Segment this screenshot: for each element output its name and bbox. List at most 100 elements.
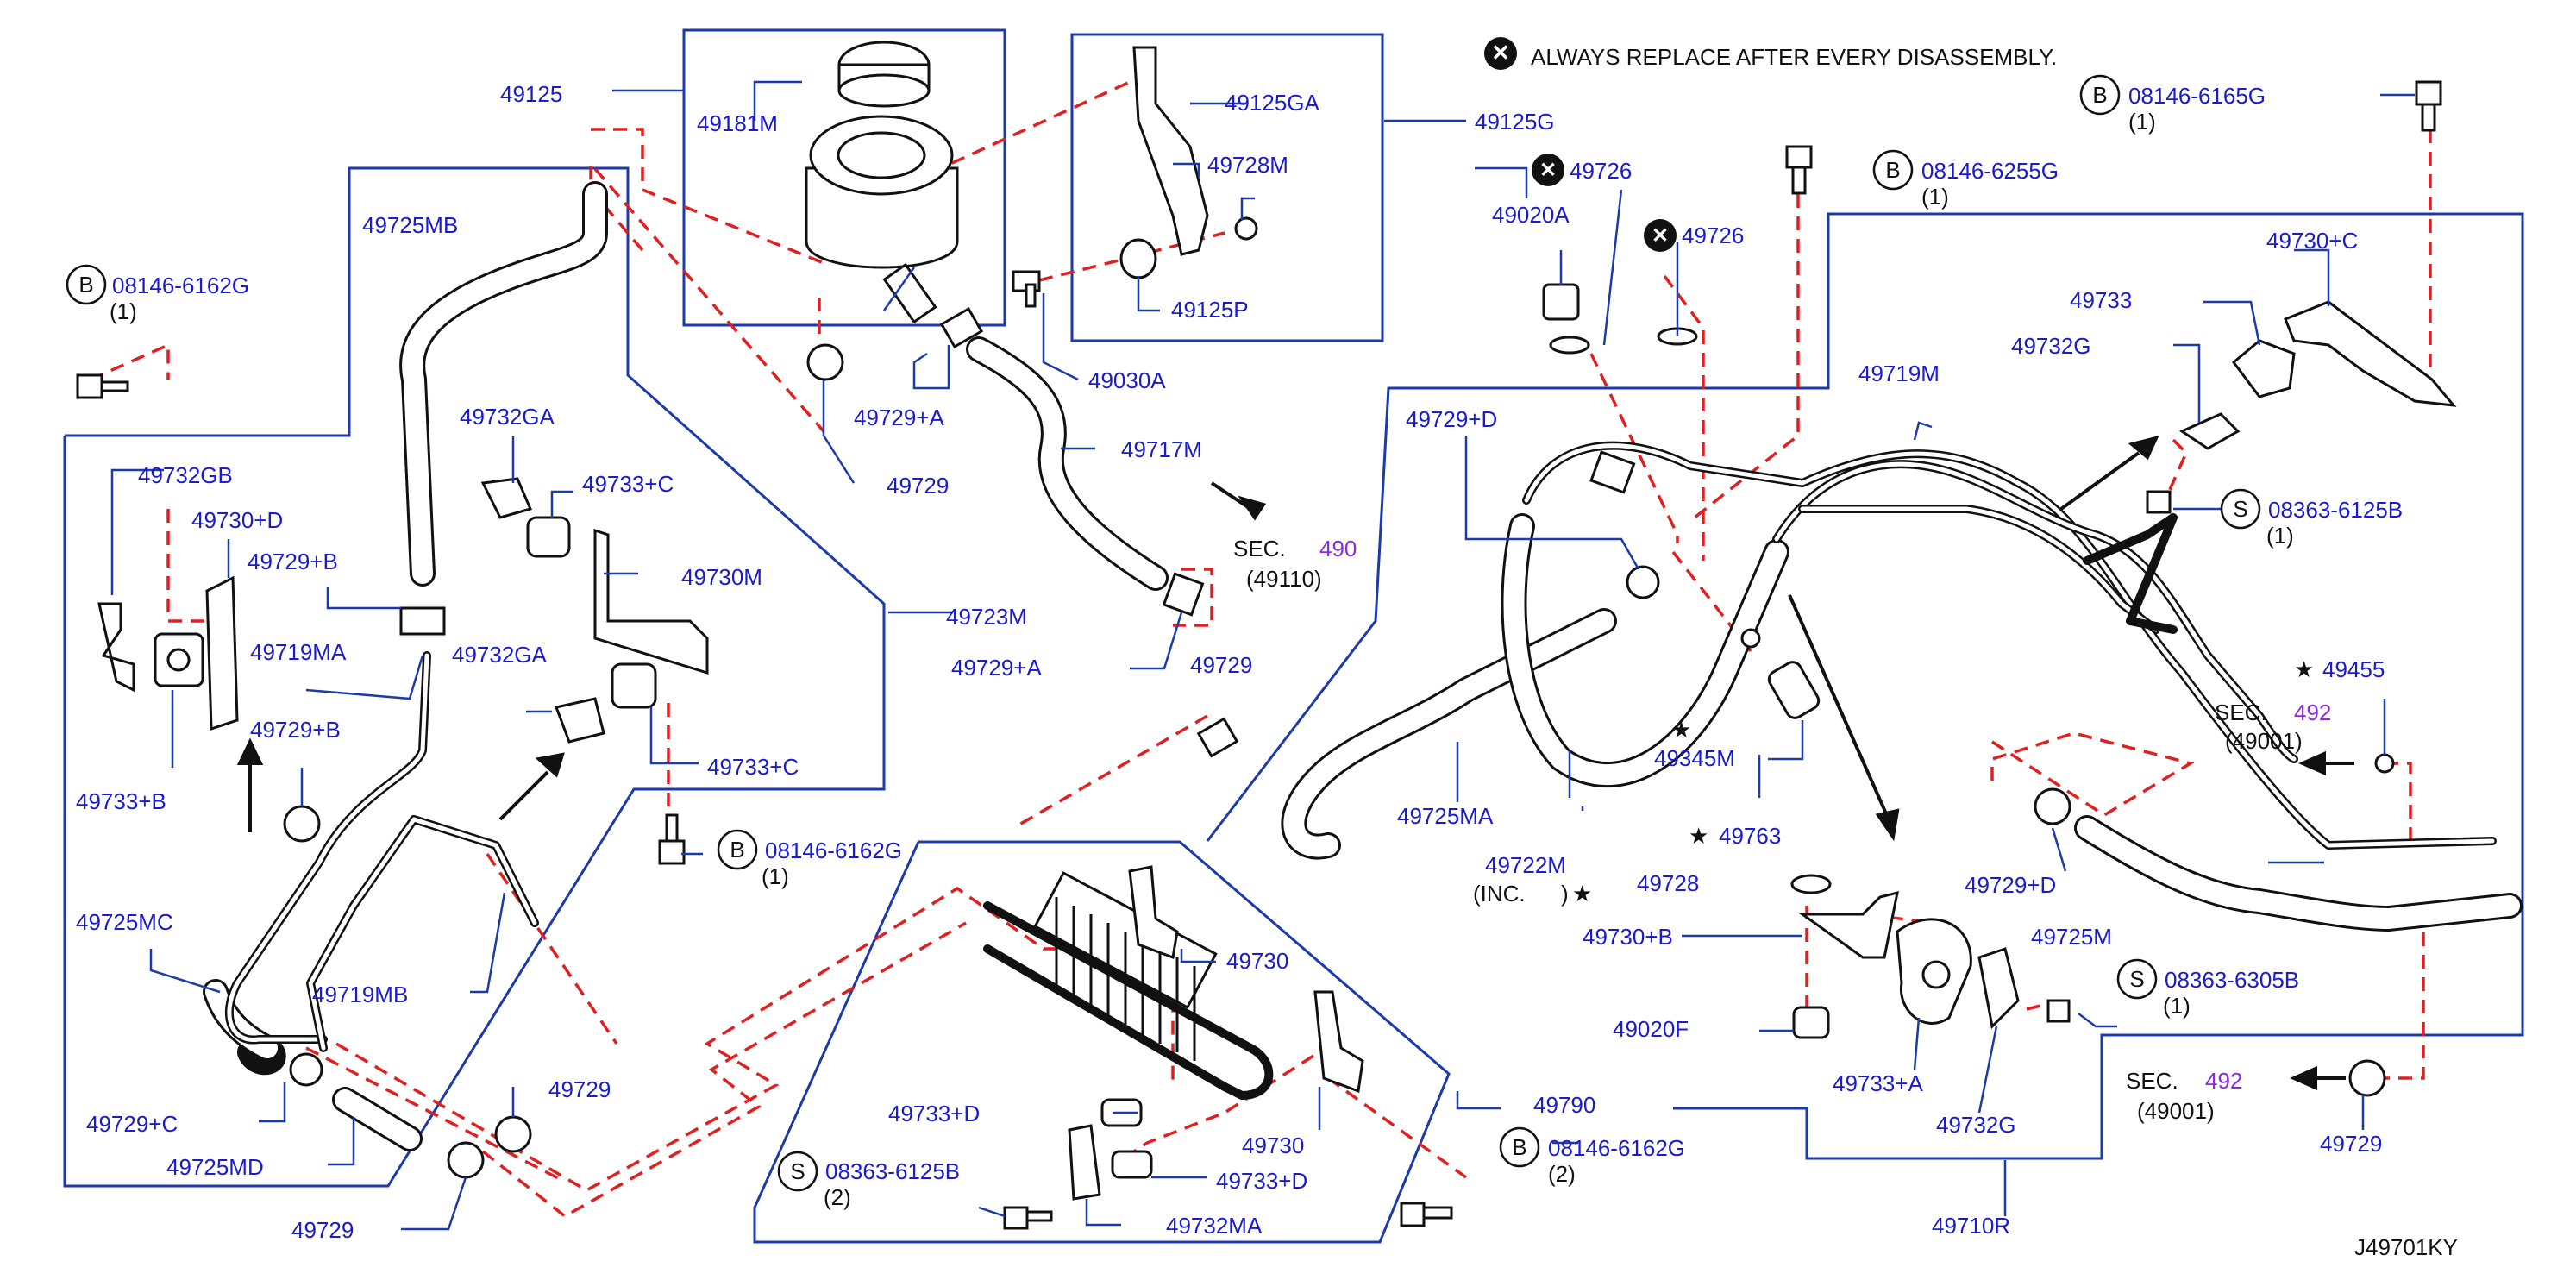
dash-sec492-b (2380, 910, 2425, 1080)
label-49455: 49455 (2322, 656, 2385, 682)
group-outlines (63, 28, 2524, 1244)
label-08146-6162G-a: 08146-6162G (112, 273, 249, 298)
label-49020F: 49020F (1613, 1016, 1689, 1042)
label-49729-c: 49729 (1190, 652, 1252, 678)
label-49732GA-a: 49732GA (460, 404, 555, 430)
bracket-49730-b (1313, 990, 1364, 1094)
oring-49455 (2374, 753, 2395, 774)
leader-lines (110, 80, 2415, 1231)
screw-08363-6305B (2046, 999, 2071, 1023)
label-49728: 49728 (1637, 870, 1699, 896)
cooler-box-outline (753, 840, 1451, 1244)
cooler-fins (1055, 897, 1196, 1061)
screw-08363-6125B-b (2146, 490, 2172, 514)
bolt-b-icon (66, 264, 107, 305)
x-circle-icon-a (1532, 154, 1564, 186)
dash-cooler-right (1326, 1076, 1468, 1179)
label-inc: (INC. (1473, 881, 1526, 907)
bushing-49733D-b (1111, 1150, 1153, 1179)
clip-49732G-b (1977, 947, 2020, 1030)
reservoir-body (805, 166, 959, 269)
screw-s-icon-a (777, 1151, 818, 1192)
dash-bolt-6255G (1693, 194, 1800, 519)
bolt-08146-6162G-c (1400, 1202, 1426, 1227)
label-49729A-b: 49729+A (951, 655, 1042, 681)
label-49732GA-b: 49732GA (452, 642, 548, 668)
svg-text:B: B (730, 837, 744, 863)
label-49732MA: 49732MA (1166, 1213, 1263, 1239)
cooler-49790 (983, 871, 1274, 1100)
label-49730M: 49730M (681, 564, 762, 590)
label-49719MB: 49719MB (312, 982, 408, 1007)
label-49725M: 49725M (2031, 924, 2112, 950)
label-49733B: 49733+B (76, 788, 166, 814)
svg-text:S: S (790, 1158, 805, 1184)
clamp-49729A-b (1162, 572, 1205, 617)
label-49726-b: 49726 (1682, 223, 1744, 248)
x-circle-icon (1484, 37, 1517, 70)
label-49125P: 49125P (1171, 297, 1249, 323)
label-49729D-b: 49729+D (1965, 872, 2056, 898)
label-49125GA: 49125GA (1225, 90, 1320, 116)
assembly-49723M-outline (63, 166, 886, 1188)
washer-49726-a (1549, 336, 1590, 355)
pipe-49719M-d (2083, 513, 2178, 634)
bushing-49733 (2231, 339, 2296, 398)
arrow-49732G (2059, 451, 2140, 511)
x-circle-icon-b (1644, 219, 1677, 252)
label-qty-b: (1) (762, 863, 789, 889)
label-49030A: 49030A (1088, 367, 1166, 393)
star-inc: ★ (1572, 881, 1592, 907)
label-49723M: 49723M (946, 604, 1027, 630)
label-sec492-a-ref: (49001) (2225, 728, 2303, 754)
label-49733D-b: 49733+D (1216, 1168, 1307, 1194)
bracket-49125GA (1132, 46, 1209, 256)
svg-text:B: B (1512, 1134, 1526, 1160)
label-08146-6255G: 08146-6255G (1921, 158, 2059, 184)
label-sec492-a-num: 492 (2294, 700, 2331, 725)
grommet-49125P (1119, 238, 1157, 279)
svg-text:B: B (1885, 157, 1900, 183)
label-49345M: 49345M (1654, 745, 1735, 771)
label-sec492-b: SEC. (2126, 1068, 2178, 1094)
clamp-49729-top (806, 343, 844, 381)
hoses (203, 181, 2523, 1151)
bracket-49730B (1798, 890, 1899, 959)
label-sec490-num: 490 (1319, 536, 1357, 562)
dash-bolt-left (90, 342, 170, 381)
dash-49125-hose (589, 160, 825, 433)
label-49125: 49125 (500, 81, 562, 107)
bushing-49733C-b (611, 662, 657, 709)
arrow-49719MB (498, 770, 549, 821)
dash-bottom-long (335, 886, 1175, 1193)
label-49732G-b: 49732G (1936, 1112, 2016, 1138)
svg-text:B: B (78, 272, 93, 298)
svg-text:✕: ✕ (1491, 40, 1510, 66)
replace-note: ✕ ALWAYS REPLACE AFTER EVERY DISASSEMBLY… (1484, 37, 2057, 70)
plug-49020A (1542, 283, 1580, 321)
label-49730D: 49730+D (191, 507, 283, 533)
screw-s-icon-b (2220, 488, 2261, 530)
dash-bolt-6125B-r (2167, 438, 2189, 493)
label-qty-f: (1) (2128, 109, 2156, 135)
label-qty-d: (2) (1548, 1161, 1576, 1187)
dash-49726 (1589, 353, 1679, 543)
bushing-49733C-a (526, 516, 571, 558)
label-49729D-a: 49729+D (1406, 406, 1497, 432)
dash-res-bracket (931, 80, 1131, 174)
reservoir-box (682, 28, 1006, 327)
label-sec492-a: SEC. (2215, 700, 2267, 725)
label-qty-c: (2) (824, 1184, 851, 1210)
label-49729B-b: 49729+B (250, 717, 341, 743)
arrows (236, 436, 2354, 1091)
dash-49729D-bracket (1990, 731, 2195, 818)
svg-text:S: S (2233, 496, 2247, 522)
dash-reservoir-clamp (591, 128, 824, 265)
label-49181M: 49181M (697, 110, 778, 136)
label-08146-6165G: 08146-6165G (2128, 83, 2266, 109)
replace-note-text: ALWAYS REPLACE AFTER EVERY DISASSEMBLY. (1531, 44, 2057, 70)
screw-s-icon-c (2116, 958, 2158, 1000)
label-08363-6305B: 08363-6305B (2165, 967, 2299, 993)
bolt-b-icon-d (1872, 149, 1914, 191)
clamp-49729D-a (1626, 565, 1660, 599)
